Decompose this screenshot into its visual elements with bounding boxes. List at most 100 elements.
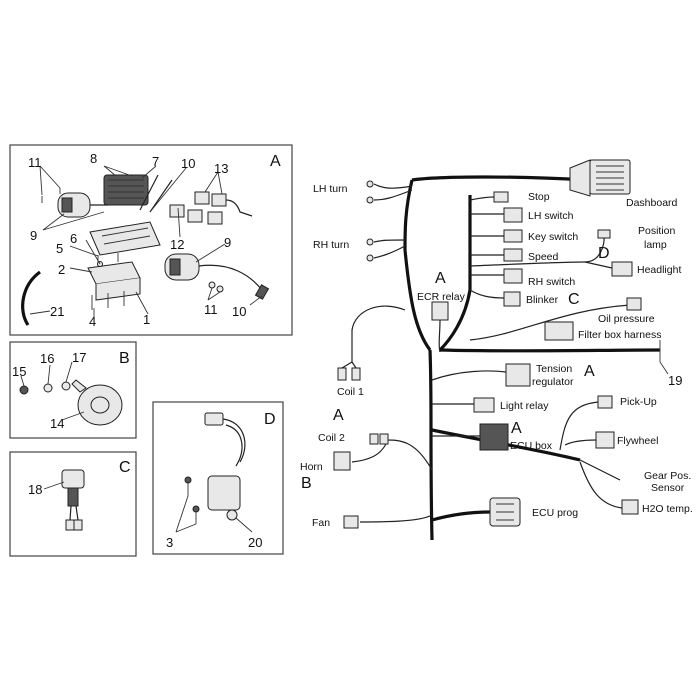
label-tension-1: Tension [536, 363, 572, 375]
washer-part [43, 383, 53, 393]
dashboard-connector [569, 159, 631, 197]
label-flywheel: Flywheel [617, 435, 658, 447]
label-rh-turn: RH turn [313, 239, 349, 251]
ecu-prog-connector [489, 497, 521, 527]
num-21: 21 [50, 304, 64, 319]
trunk-ecu-prog [431, 510, 491, 522]
label-oil-pressure: Oil pressure [598, 313, 655, 325]
ecr-relay [431, 301, 449, 353]
letter-a-ecu: A [511, 420, 522, 437]
sensor-branch [559, 395, 639, 515]
sensor-part [61, 469, 85, 531]
panel-b-letter: B [119, 350, 130, 367]
screws-d [184, 476, 200, 524]
lamp-connectors [469, 229, 633, 277]
nut-part [19, 385, 29, 395]
label-rh-switch: RH switch [528, 276, 575, 288]
lower-left-connectors [333, 433, 433, 529]
num-2: 2 [58, 262, 65, 277]
panel-c: C 18 [9, 451, 137, 557]
label-coil2: Coil 2 [318, 432, 345, 444]
label-ecu-box: ECU box [510, 440, 553, 452]
harness [333, 159, 661, 541]
coil-part-bottom [164, 253, 270, 300]
trunk-mid [403, 249, 432, 351]
num-20: 20 [248, 535, 262, 550]
label-key-switch: Key switch [528, 231, 578, 243]
label-light-relay: Light relay [500, 400, 549, 412]
label-ecu-prog: ECU prog [532, 507, 578, 519]
coil1-connector [337, 305, 406, 381]
num-19: 19 [668, 373, 682, 388]
harness-labels: LH turn RH turn Stop LH switch Key switc… [300, 183, 693, 529]
num-18: 18 [28, 482, 42, 497]
num-9-left: 9 [30, 228, 37, 243]
label-lh-switch: LH switch [528, 210, 574, 222]
trunk-lower [428, 349, 434, 541]
label-pickup: Pick-Up [620, 396, 657, 408]
label-fan: Fan [312, 517, 330, 529]
num-5: 5 [56, 241, 63, 256]
panel-b: B 15 16 17 14 [9, 341, 137, 439]
filter-box [439, 297, 661, 362]
leader-lines-a [29, 165, 263, 318]
hose-part-21 [21, 270, 41, 326]
label-headlight: Headlight [637, 264, 681, 276]
num-9-right: 9 [224, 235, 231, 250]
washer-part-2 [61, 381, 71, 391]
letter-c: C [568, 291, 580, 308]
panel-a-letter: A [270, 153, 281, 170]
num-4: 4 [89, 314, 96, 329]
panel-d: D 3 20 [152, 401, 284, 555]
num-14: 14 [50, 416, 64, 431]
num-10-bottom: 10 [232, 304, 246, 319]
num-10-top: 10 [181, 156, 195, 171]
num-6: 6 [70, 231, 77, 246]
trunk-side [438, 289, 472, 352]
label-dashboard: Dashboard [626, 197, 678, 209]
letter-b-horn: B [301, 475, 312, 492]
label-filter-box: Filter box harness [578, 329, 661, 341]
relay-parts-13 [169, 191, 253, 225]
num-3-d: 3 [166, 535, 173, 550]
panel-c-frame [9, 451, 137, 557]
letter-a-ecr: A [435, 270, 446, 287]
turn-connectors [366, 180, 413, 262]
trunk-top [411, 175, 586, 182]
num-11-top: 11 [28, 155, 42, 170]
mount-plate-part [87, 253, 141, 301]
letter-a-coil2: A [333, 407, 344, 424]
num-11-bottom: 11 [204, 302, 218, 317]
panel-d-frame [152, 401, 284, 555]
coil-part-top [57, 192, 108, 218]
num-17: 17 [72, 350, 86, 365]
num-8: 8 [90, 151, 97, 166]
right-connectors [469, 191, 523, 307]
label-h2o: H2O temp. [642, 503, 693, 515]
horn-part [71, 379, 123, 426]
label-ecr-relay: ECR relay [417, 291, 466, 303]
label-tension-2: regulator [532, 376, 574, 388]
trunk-bottom [431, 428, 581, 462]
num-12: 12 [170, 237, 184, 252]
label-gear-2: Sensor [651, 482, 685, 494]
label-speed: Speed [528, 251, 559, 263]
label-coil1: Coil 1 [337, 386, 364, 398]
num-16: 16 [40, 351, 54, 366]
regulator-part [103, 174, 149, 206]
label-position-lamp-1: Position [638, 225, 676, 237]
num-7: 7 [152, 154, 159, 169]
panel-c-letter: C [119, 459, 131, 476]
label-gear-1: Gear Pos. [644, 470, 691, 482]
bracket-part [89, 174, 173, 256]
num-13: 13 [214, 161, 228, 176]
label-blinker: Blinker [526, 294, 559, 306]
label-horn: Horn [300, 461, 323, 473]
middle-connectors [431, 363, 531, 451]
letter-a-tension: A [584, 363, 595, 380]
num-1: 1 [143, 312, 150, 327]
letter-d: D [598, 245, 610, 262]
panel-d-letter: D [264, 411, 276, 428]
panel-a: A [9, 144, 293, 336]
